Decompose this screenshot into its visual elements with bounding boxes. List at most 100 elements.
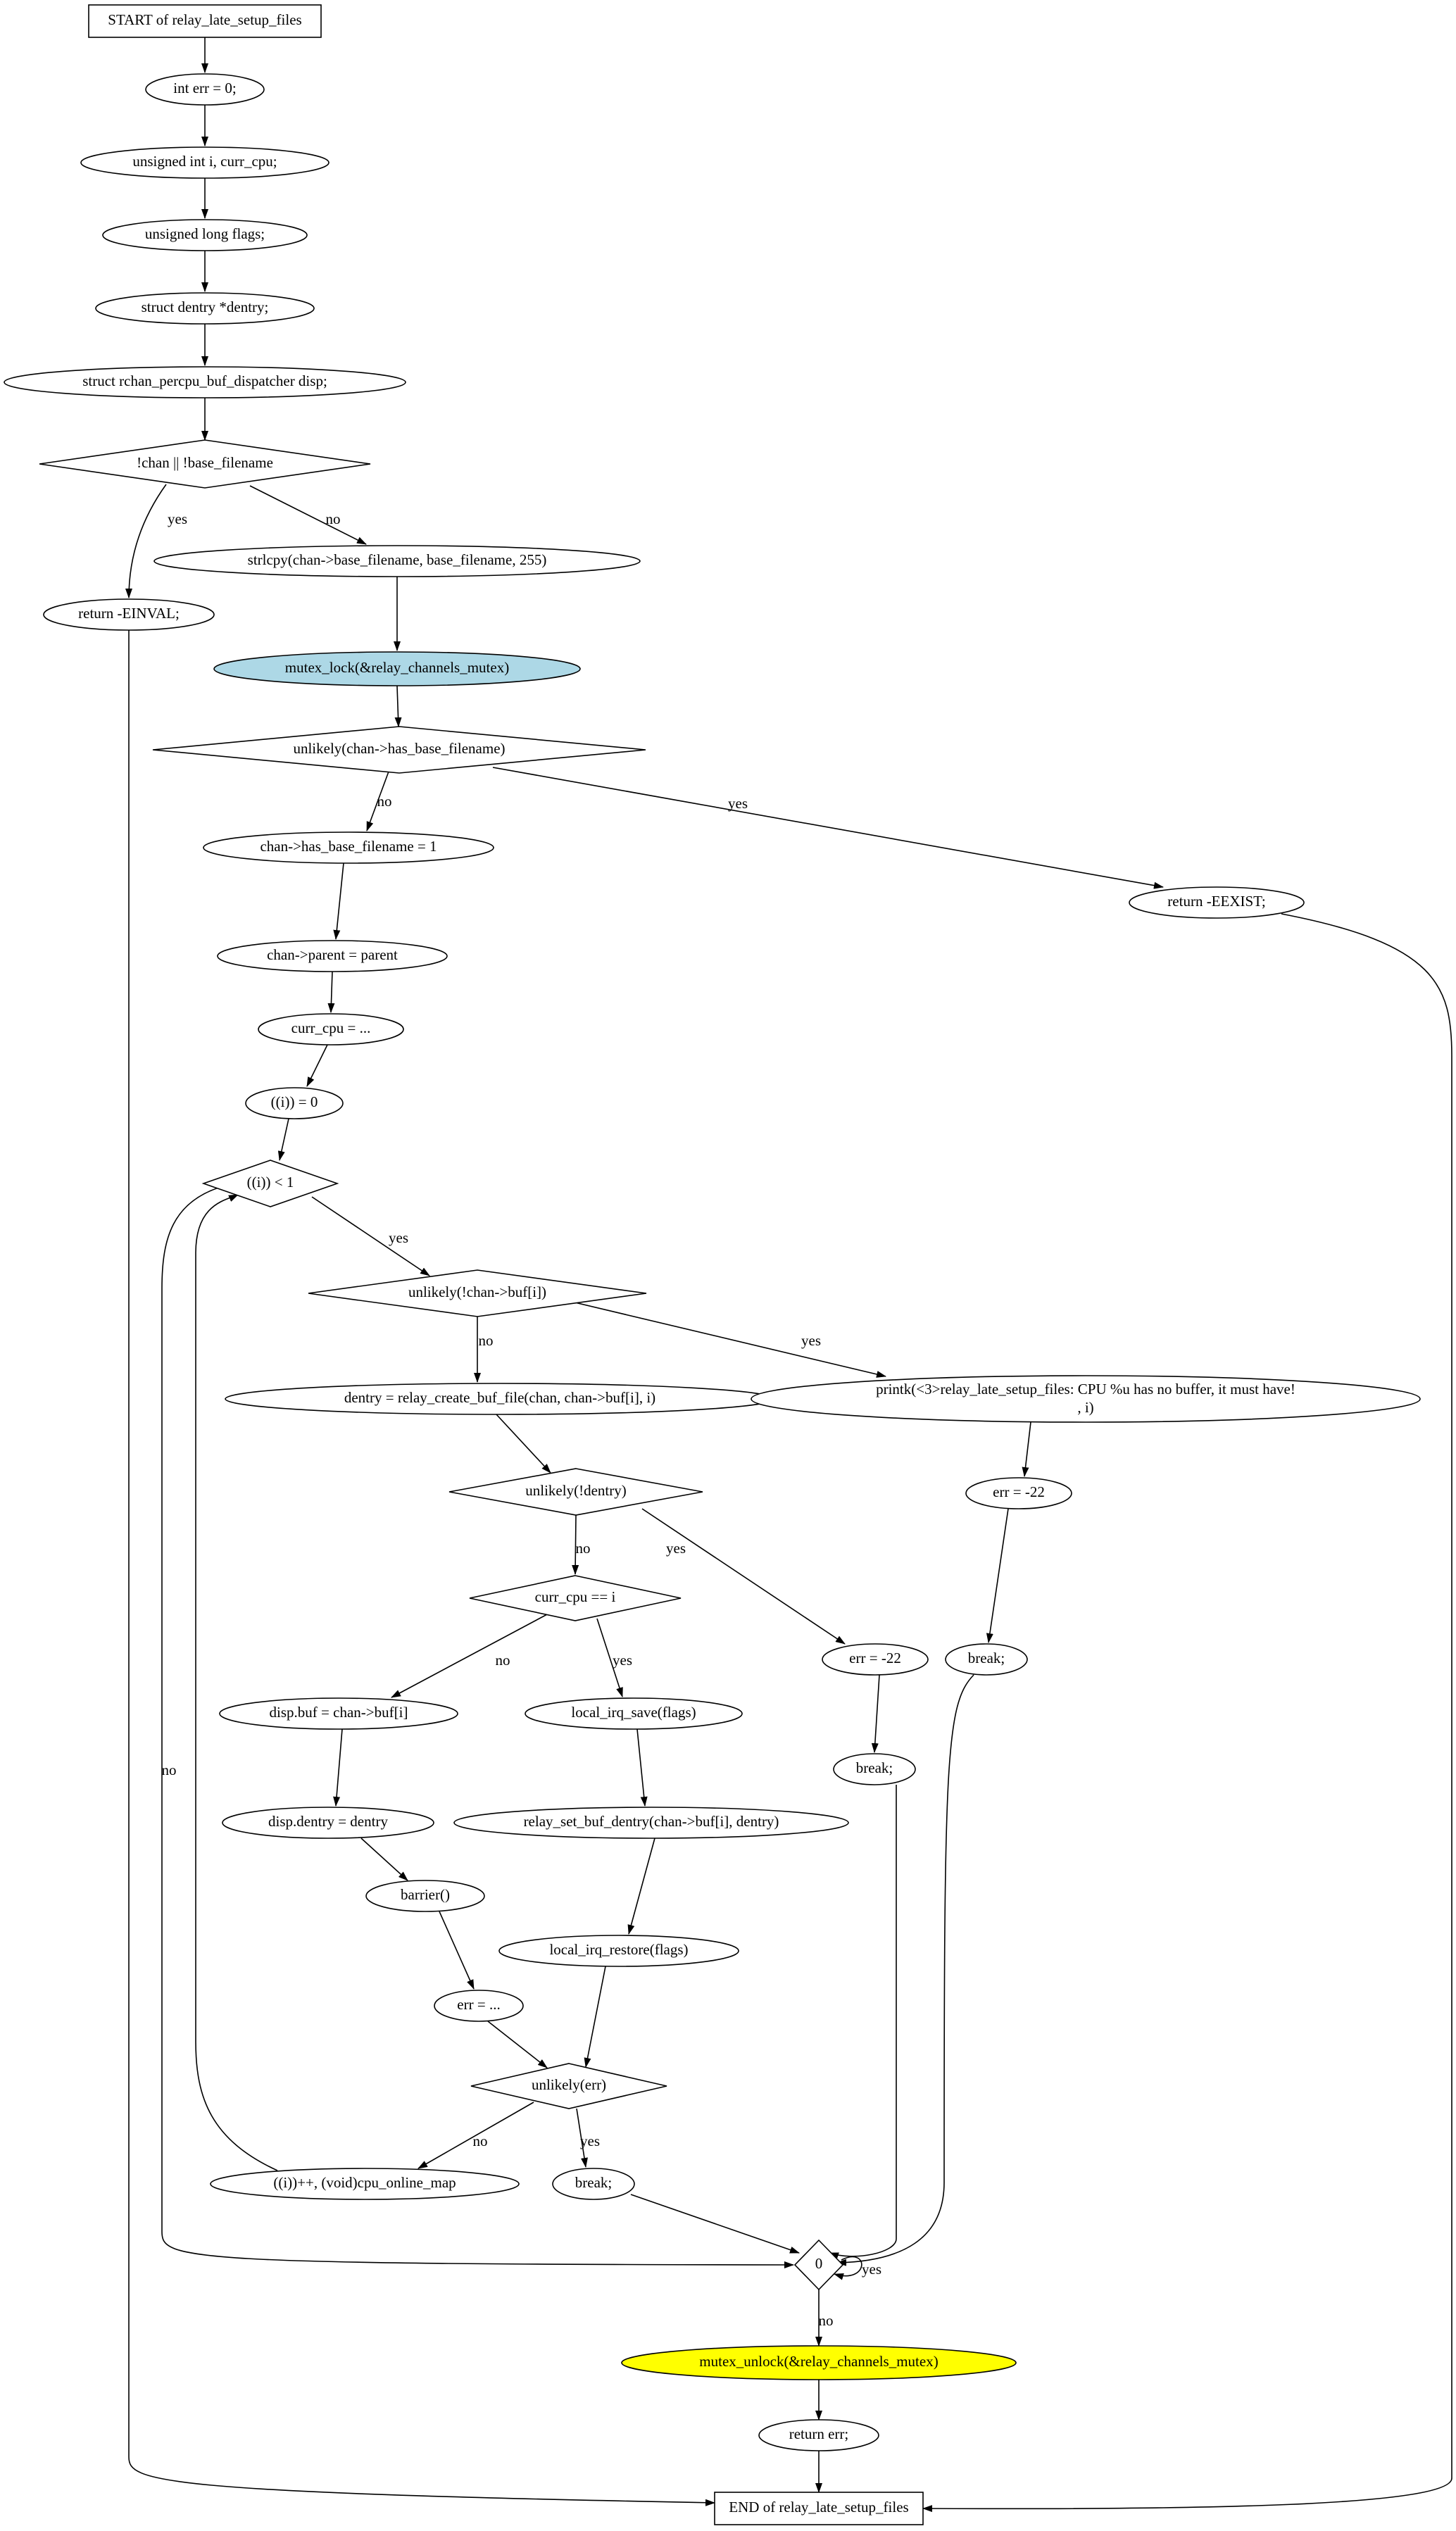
node-label: unlikely(err)	[532, 2076, 606, 2093]
node-n_dentry_decl: struct dentry *dentry;	[95, 292, 315, 325]
node-label: strlcpy(chan->base_filename, base_filena…	[248, 551, 547, 568]
node-label: err = -22	[849, 1650, 901, 1666]
node-label: break;	[575, 2174, 612, 2191]
node-n_return_eexist: return -EEXIST;	[1129, 886, 1305, 919]
node-n_break_a-shape	[945, 1643, 1028, 1676]
edge-n_incr-to-d_i_lt_1	[195, 1194, 278, 2171]
node-label: barrier()	[401, 1886, 450, 1903]
node-d_unlikely_err-shape	[470, 2063, 667, 2109]
edge-d_chan_check-to-n_strlcpy	[249, 485, 367, 545]
edge-label-yes: yes	[862, 2261, 881, 2278]
edge-label-no: no	[819, 2312, 834, 2329]
node-n_err_22_a-shape	[965, 1477, 1072, 1509]
node-n_parent-shape	[217, 940, 448, 972]
node-n_flags: unsigned long flags;	[102, 219, 308, 251]
edge-n_set_buf_dentry-to-n_irq_restore	[627, 1838, 655, 1935]
node-n_unsigned_int: unsigned int i, curr_cpu;	[80, 146, 330, 179]
node-label: err = ...	[457, 1996, 500, 2013]
node-label-continued: , i)	[1077, 1399, 1093, 1416]
node-n_return_eexist-shape	[1129, 886, 1305, 919]
node-n_break_b-shape	[833, 1753, 916, 1785]
edge-label-no: no	[479, 1332, 494, 1349]
edge-n_irq_save-to-n_set_buf_dentry	[636, 1728, 648, 1807]
node-n_i_zero-shape	[245, 1087, 344, 1119]
node-n_dentry_decl-shape	[95, 292, 315, 325]
edge-d_chan_check-to-n_return_einval	[125, 484, 167, 598]
node-d_dentry_null: unlikely(!dentry)	[448, 1468, 703, 1516]
node-d_i_lt_1: ((i)) < 1	[201, 1160, 339, 1207]
node-end: END of relay_late_setup_files	[714, 2492, 924, 2525]
edge-n_return_eexist-to-end	[922, 913, 1452, 2513]
node-label: break;	[968, 1650, 1005, 1666]
node-d_unlikely_err: unlikely(err)	[470, 2063, 667, 2109]
node-n_err_22_b: err = -22	[822, 1643, 929, 1676]
edge-n_printk-to-n_err_22_a	[1022, 1421, 1031, 1477]
node-label: unsigned long flags;	[145, 225, 265, 242]
edge-n_disp_dentry-to-n_barrier	[360, 1838, 408, 1881]
node-label: return -EINVAL;	[78, 605, 180, 622]
node-n_mutex_lock-shape	[213, 651, 581, 686]
edge-label-no: no	[377, 793, 392, 810]
node-d_curr_cpu_eq: curr_cpu == i	[469, 1575, 682, 1621]
node-n_err_dots-shape	[434, 1990, 524, 2022]
node-n_disp_buf: disp.buf = chan->buf[i]	[219, 1697, 458, 1730]
node-n_set_buf_dentry: relay_set_buf_dentry(chan->buf[i], dentr…	[453, 1807, 849, 1839]
node-n_disp_decl-shape	[4, 366, 406, 398]
edge-d_buf_check-to-n_printk	[568, 1300, 886, 1378]
edge-n_barrier-to-n_err_dots	[439, 1911, 475, 1990]
edge-d_i_lt_1-to-d_zero	[161, 1185, 794, 2268]
node-n_return_einval-shape	[43, 598, 215, 631]
node-n_break_b: break;	[833, 1753, 916, 1785]
node-label: return err;	[789, 2425, 849, 2442]
edge-label-no: no	[473, 2133, 488, 2149]
node-label: printk(<3>relay_late_setup_files: CPU %u…	[876, 1381, 1295, 1398]
edge-label-yes: yes	[728, 795, 748, 812]
edge-n_curr_cpu-to-n_i_zero	[306, 1044, 328, 1087]
edge-d_unlikely_err-to-n_break_c	[576, 2108, 588, 2168]
node-label: mutex_unlock(&relay_channels_mutex)	[699, 2353, 938, 2370]
node-n_err_init-shape	[145, 73, 265, 106]
edge-n_break_a-to-d_zero	[836, 1674, 974, 2266]
node-label: struct dentry *dentry;	[142, 299, 269, 315]
node-n_break_c: break;	[552, 2168, 635, 2200]
node-d_i_lt_1-shape	[201, 1160, 339, 1207]
node-label: 0	[815, 2255, 823, 2272]
node-n_err_init: int err = 0;	[145, 73, 265, 106]
edge-n_err_dots-to-d_unlikely_err	[584, 1966, 606, 2068]
edge-label-yes: yes	[389, 1229, 408, 1246]
node-label: curr_cpu = ...	[291, 1019, 371, 1036]
node-label: chan->parent = parent	[267, 946, 398, 963]
node-n_unsigned_int-shape	[80, 146, 330, 179]
node-n_disp_decl: struct rchan_percpu_buf_dispatcher disp;	[4, 366, 406, 398]
node-start-shape	[88, 4, 322, 38]
node-label: mutex_lock(&relay_channels_mutex)	[285, 659, 509, 676]
node-n_disp_buf-shape	[219, 1697, 458, 1730]
node-label: struct rchan_percpu_buf_dispatcher disp;	[82, 372, 327, 389]
node-label: END of relay_late_setup_files	[729, 2499, 908, 2516]
node-n_err_22_b-shape	[822, 1643, 929, 1676]
node-label: err = -22	[993, 1483, 1045, 1500]
node-d_curr_cpu_eq-shape	[469, 1575, 682, 1621]
node-n_irq_save-shape	[525, 1697, 743, 1730]
edge-d_unlikely_err-to-n_incr	[418, 2102, 534, 2169]
node-label: relay_set_buf_dentry(chan->buf[i], dentr…	[524, 1813, 779, 1830]
edge-layer	[125, 37, 1452, 2513]
node-n_disp_dentry-shape	[222, 1807, 434, 1839]
node-n_break_c-shape	[552, 2168, 635, 2200]
node-n_flags-shape	[102, 219, 308, 251]
node-n_strlcpy: strlcpy(chan->base_filename, base_filena…	[153, 545, 641, 577]
node-label: unsigned int i, curr_cpu;	[132, 153, 277, 170]
node-d_buf_check-shape	[308, 1269, 647, 1317]
node-n_mutex_unlock: mutex_unlock(&relay_channels_mutex)	[621, 2345, 1017, 2380]
edge-d_has_base-to-n_return_eexist	[492, 767, 1164, 889]
edge-n_return_einval-to-end	[128, 630, 715, 2506]
node-end-shape	[714, 2492, 924, 2525]
edge-label-no: no	[496, 1652, 510, 1669]
node-label: disp.dentry = dentry	[268, 1813, 388, 1830]
node-n_return_err: return err;	[758, 2419, 879, 2451]
node-label: int err = 0;	[173, 80, 236, 96]
node-label: local_irq_restore(flags)	[549, 1941, 688, 1958]
node-label: !chan || !base_filename	[137, 454, 273, 471]
edge-n_set_has_base-to-n_parent	[333, 862, 344, 940]
node-label: ((i))++, (void)cpu_online_map	[273, 2174, 456, 2191]
